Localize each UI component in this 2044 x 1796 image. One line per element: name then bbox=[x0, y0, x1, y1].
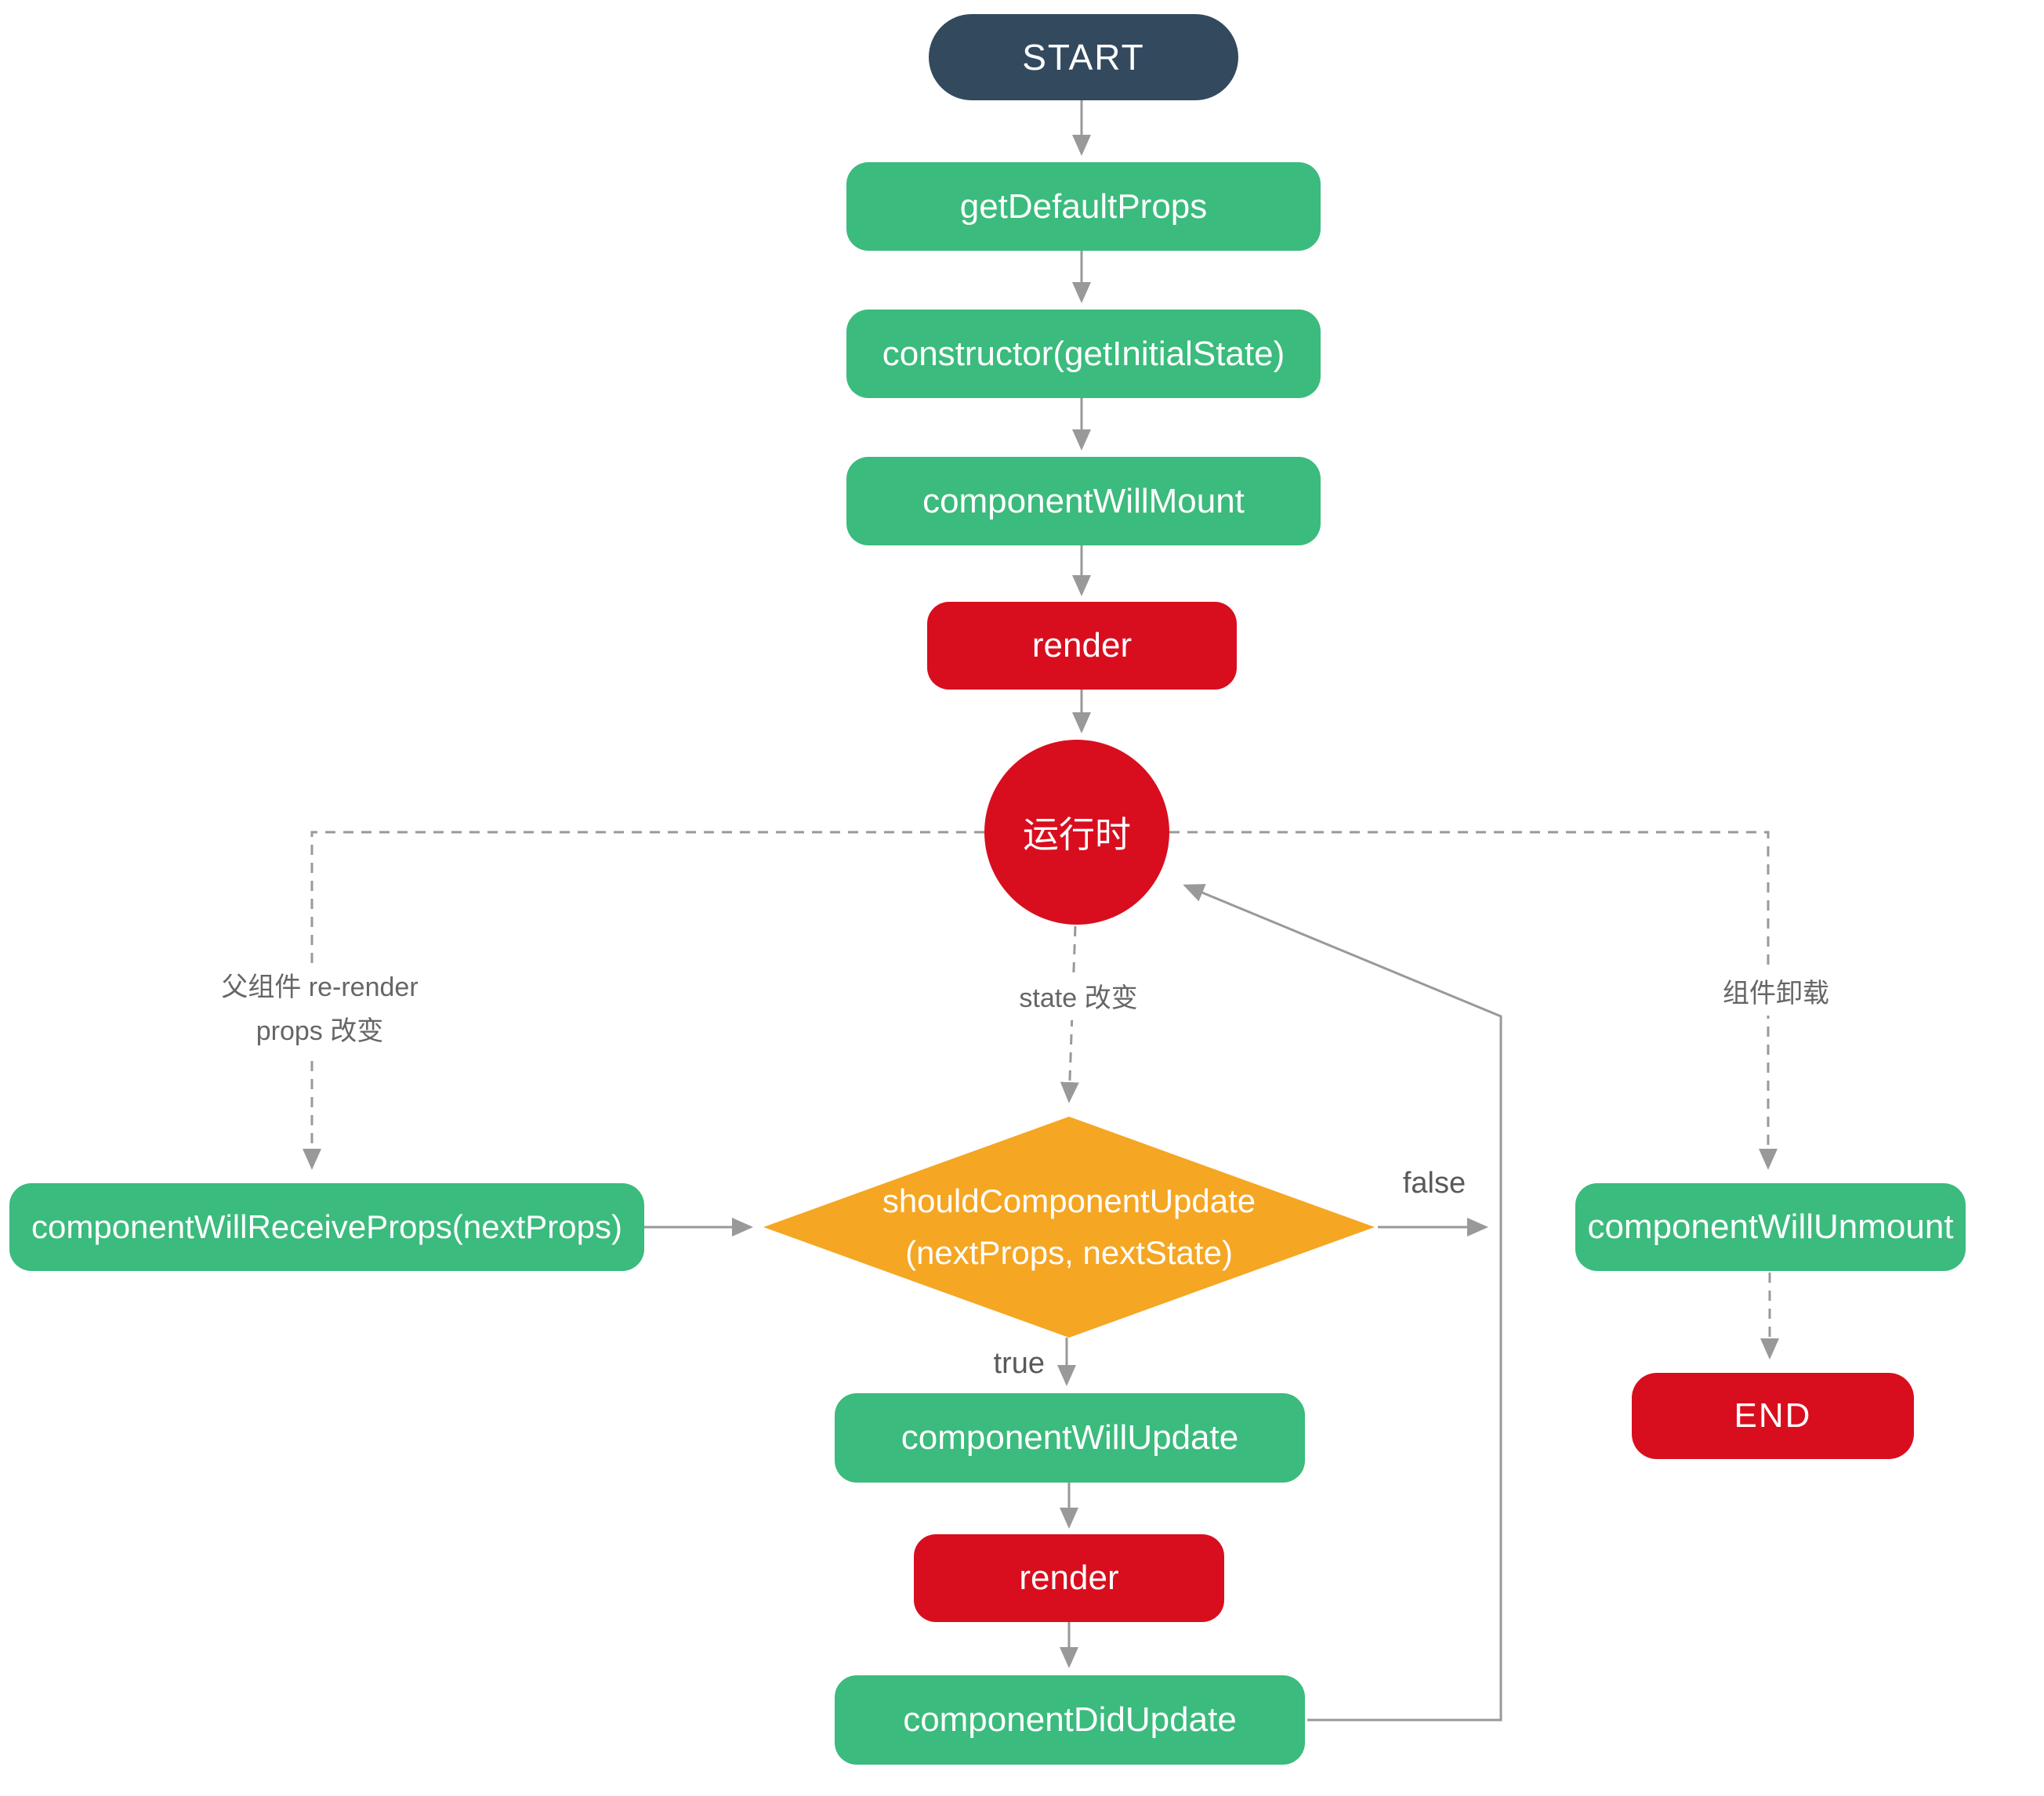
edge-label-unmount: 组件卸载 bbox=[1652, 972, 1900, 1016]
node-get-default-props: getDefaultProps bbox=[846, 162, 1321, 251]
node-component-did-update: componentDidUpdate bbox=[835, 1675, 1305, 1765]
edge-label-parent-rerender: 父组件 re-render props 改变 bbox=[172, 965, 467, 1053]
edge-label-false: false bbox=[1402, 1167, 1466, 1200]
edge-runtime-to-willunmount-dashed bbox=[1169, 831, 1778, 1170]
node-component-will-unmount: componentWillUnmount bbox=[1575, 1183, 1966, 1271]
node-render-update: render bbox=[914, 1534, 1224, 1622]
edge-label-parent-rerender-line1: 父组件 re-render bbox=[221, 972, 419, 1002]
edge-didupdate-loop-to-runtime bbox=[1183, 884, 1502, 1722]
node-render-mount: render bbox=[927, 602, 1237, 690]
edge-runtime-to-diamond-dashed bbox=[1060, 925, 1079, 1103]
node-component-will-update: componentWillUpdate bbox=[835, 1393, 1305, 1483]
edge-label-parent-rerender-line2: props 改变 bbox=[256, 1016, 384, 1046]
node-component-will-receive-props: componentWillReceiveProps(nextProps) bbox=[9, 1183, 644, 1271]
node-component-will-mount: componentWillMount bbox=[846, 457, 1321, 545]
edge-label-state-change: state 改变 bbox=[955, 976, 1202, 1020]
node-start: START bbox=[929, 14, 1238, 100]
edge-runtime-to-receiveprops-dashed bbox=[303, 831, 984, 1170]
edge-label-true: true bbox=[993, 1347, 1045, 1380]
node-end: END bbox=[1632, 1373, 1914, 1459]
should-component-update-line2: (nextProps, nextState) bbox=[905, 1234, 1233, 1271]
should-component-update-line1: shouldComponentUpdate bbox=[882, 1182, 1256, 1219]
node-runtime-circle: 运行时 bbox=[984, 740, 1169, 925]
node-constructor: constructor(getInitialState) bbox=[846, 310, 1321, 398]
